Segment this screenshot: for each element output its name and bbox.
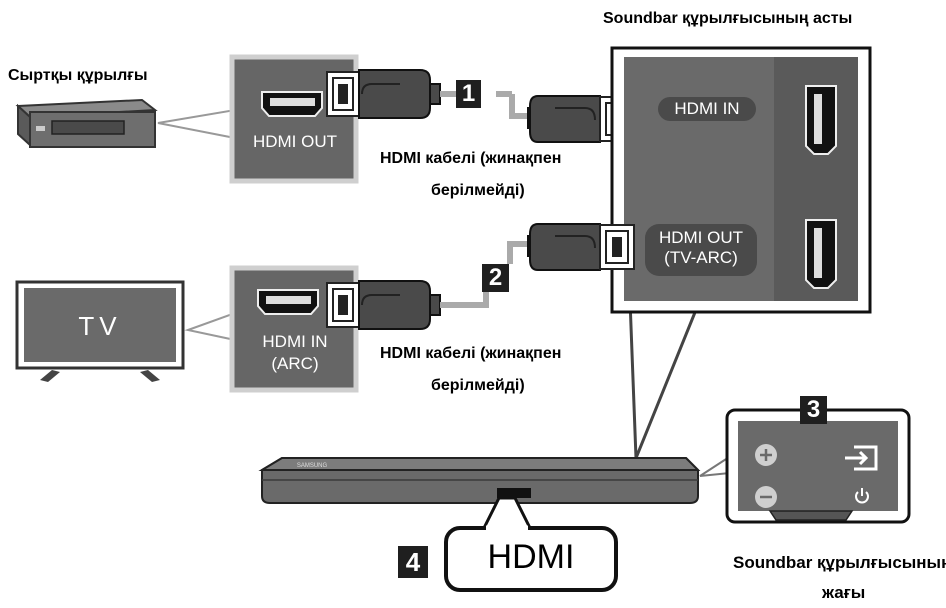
volume-up-icon <box>755 444 777 466</box>
volume-down-icon <box>755 486 777 508</box>
soundbar-right-label-line2: жағы <box>822 583 866 602</box>
tv-hdmi-in-arc-label: (ARC) <box>271 354 319 373</box>
hdmi-callout-label: HDMI <box>487 538 575 576</box>
cable-2-label-line2: берілмейді) <box>431 377 525 394</box>
cable-2-label-line1: HDMI кабелі (жинақпен <box>380 345 562 362</box>
cable-1-label-line2: берілмейді) <box>431 182 525 199</box>
hdmi-port-icon <box>805 219 837 289</box>
cable-1-label-line1: HDMI кабелі (жинақпен <box>380 150 562 167</box>
source-input-icon <box>845 445 878 471</box>
brand-mark: SAMSUNG <box>296 463 328 469</box>
external-hdmi-out-label: HDMI OUT <box>252 132 338 151</box>
soundbar-bottom-label: Soundbar құрылғысының асты <box>603 10 853 27</box>
soundbar-hdmi-out-line1: HDMI OUT <box>658 228 744 247</box>
hdmi-port-icon <box>805 85 837 155</box>
hdmi-cable-2 <box>326 223 635 330</box>
external-device-label: Сыртқы құрылғы <box>8 67 148 84</box>
soundbar-hdmi-out-label: HDMI OUT (TV-ARC) <box>645 224 757 276</box>
badge-1: 1 <box>456 80 481 108</box>
soundbar-hdmi-in-label: HDMI IN <box>658 97 756 121</box>
hdmi-port-icon <box>261 91 323 117</box>
badge-2: 2 <box>482 264 509 292</box>
tv-hdmi-in-label: HDMI IN <box>262 332 328 351</box>
badge-3: 3 <box>800 396 827 424</box>
hdmi-port-icon <box>257 289 319 315</box>
soundbar-right-label-line1: Soundbar құрылғысының оң <box>733 553 946 572</box>
external-device-icon <box>15 98 158 148</box>
power-icon <box>855 488 869 504</box>
tv-label: TV <box>78 311 122 341</box>
tv-icon <box>15 280 185 382</box>
soundbar-icon <box>258 457 701 504</box>
soundbar-hdmi-out-line2: (TV-ARC) <box>664 247 738 267</box>
hdmi-callout-box <box>444 526 618 592</box>
badge-4: 4 <box>398 546 428 578</box>
